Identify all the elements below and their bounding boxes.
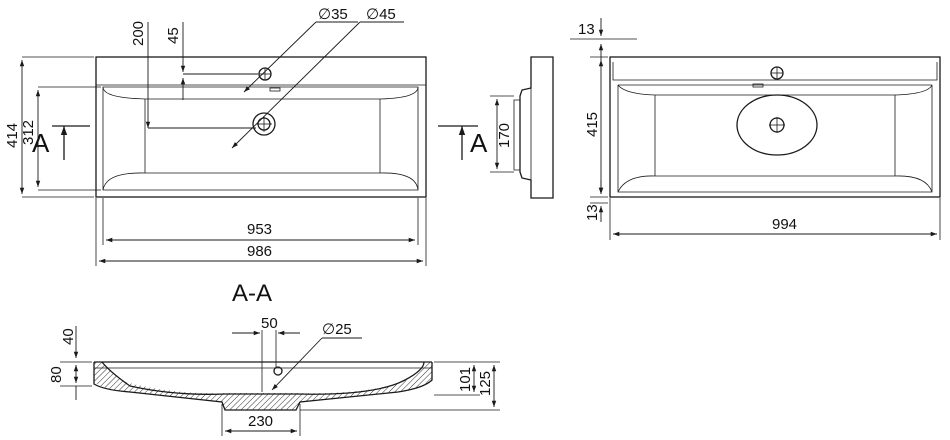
overflow-slot — [269, 87, 281, 92]
section-mark-left: A — [32, 125, 90, 160]
dim-section-tap-hole: ∅25 — [322, 321, 352, 338]
dim-width-inner: 953 — [247, 221, 272, 238]
dim-total-height: 125 — [477, 371, 494, 396]
dim-depth: 80 — [48, 366, 65, 383]
side-profile — [519, 56, 554, 199]
back-outline — [609, 56, 941, 198]
oval-bowl — [736, 94, 818, 156]
section-view: A-A 40 80 50 ∅25 101 125 — [48, 280, 500, 436]
basin-outline — [95, 56, 427, 198]
dim-top-gap: 13 — [578, 21, 595, 38]
dim-tap-offset: 45 — [165, 27, 182, 44]
dim-section-tap-offset: 50 — [261, 315, 278, 332]
svg-text:A: A — [32, 128, 50, 158]
dim-height: 415 — [584, 112, 601, 137]
dim-rim: 40 — [60, 328, 77, 345]
dim-width-outer: 986 — [247, 243, 272, 260]
dim-drain-hole: ∅45 — [366, 6, 396, 23]
dim-inner-height: 101 — [457, 367, 474, 392]
side-view: 170 — [490, 56, 554, 199]
dim-drain-width: 230 — [248, 413, 273, 430]
bowl-outline — [102, 86, 419, 191]
svg-text:A: A — [470, 128, 488, 158]
section-mark-right: A — [438, 125, 488, 160]
dim-height-outer: 414 — [4, 123, 21, 148]
drain-hole — [252, 112, 276, 136]
section-outer — [93, 362, 433, 411]
dim-bracket: 170 — [496, 123, 513, 148]
section-title: A-A — [232, 280, 272, 307]
top-view: 200 45 ∅35 ∅45 414 312 A A — [4, 6, 488, 266]
dim-bottom-gap: 13 — [584, 204, 601, 221]
dim-width: 994 — [772, 216, 797, 233]
dim-overflow-offset: 200 — [130, 21, 147, 46]
back-view: 13 415 13 994 — [570, 18, 941, 240]
dim-height-inner: 312 — [20, 120, 37, 145]
dim-tap-hole: ∅35 — [318, 6, 348, 23]
section-bowl — [101, 361, 425, 395]
